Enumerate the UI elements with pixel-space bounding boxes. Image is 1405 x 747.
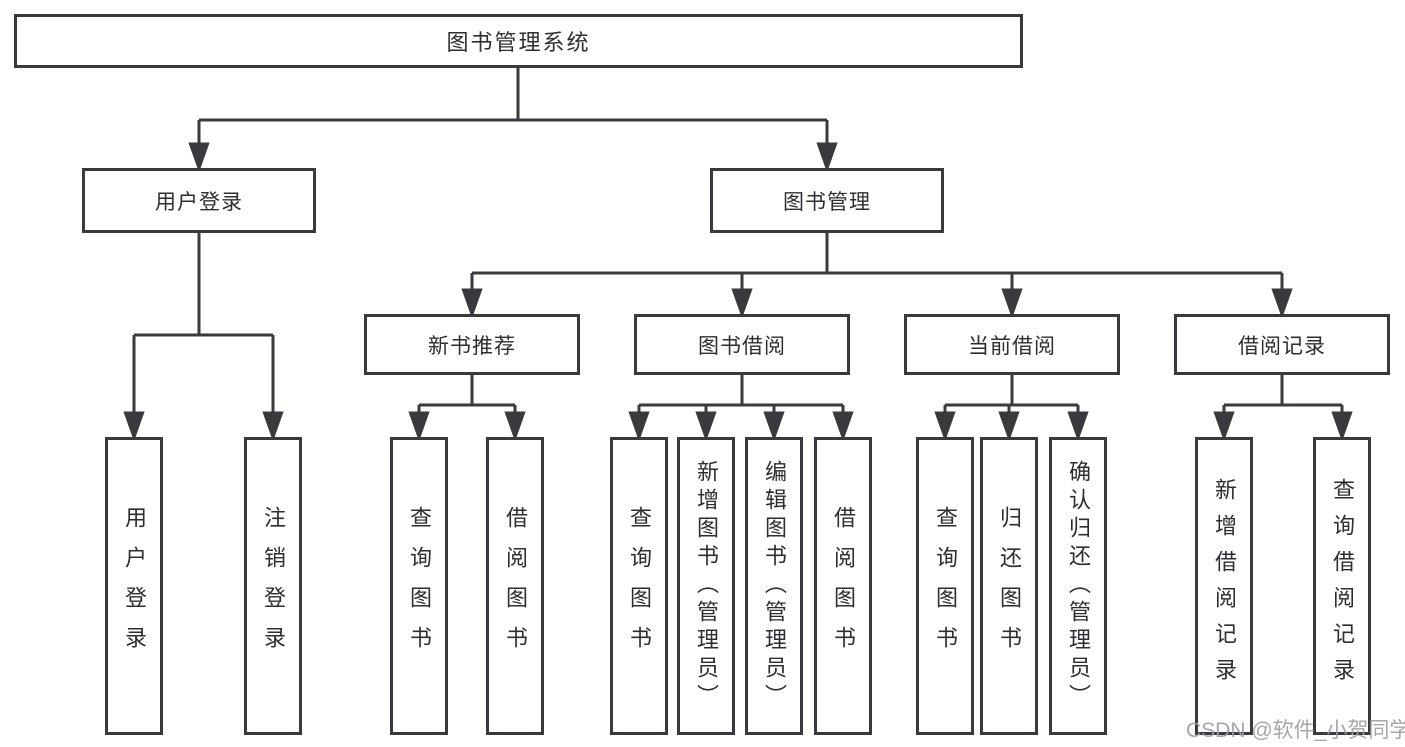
leaf-label: 查询借阅记录 <box>1330 478 1355 694</box>
leaf-borrow-books: 借阅图书 <box>814 437 872 735</box>
connector-user-login-to-leaves <box>123 233 284 442</box>
node-borrow-records: 借阅记录 <box>1174 314 1390 375</box>
arrowhead-icon <box>1067 411 1089 442</box>
leaf-label: 新增借阅记录 <box>1212 478 1237 694</box>
arrowhead-icon <box>1271 288 1293 319</box>
leaf-logout: 注销登录 <box>244 437 302 735</box>
node-book-borrow: 图书借阅 <box>634 314 850 375</box>
node-label: 用户登录 <box>155 190 243 214</box>
leaf-query-books-borrow: 查询图书 <box>610 437 668 735</box>
connector-current-to-leaves <box>934 375 1089 442</box>
arrowhead-icon <box>1331 411 1353 442</box>
leaf-label: 借阅图书 <box>831 506 856 666</box>
arrowhead-icon <box>695 411 717 442</box>
leaf-query-books-current: 查询图书 <box>916 437 974 735</box>
arrowhead-icon <box>832 411 854 442</box>
leaf-confirm-return-admin: 确认归还（管理员） <box>1049 437 1107 735</box>
leaf-query-borrow-record: 查询借阅记录 <box>1313 437 1371 735</box>
arrowhead-icon <box>1213 411 1235 442</box>
connector-borrow-to-leaves <box>628 375 854 442</box>
leaf-label: 借阅图书 <box>503 506 528 666</box>
connector-root-to-level2 <box>188 68 838 173</box>
arrowhead-icon <box>816 142 838 173</box>
leaf-label: 新增图书（管理员） <box>694 460 719 712</box>
node-new-book-recommend: 新书推荐 <box>364 314 580 375</box>
leaf-label: 查询图书 <box>627 506 652 666</box>
leaf-add-book-admin: 新增图书（管理员） <box>677 437 735 735</box>
arrowhead-icon <box>408 411 430 442</box>
arrowhead-icon <box>1001 288 1023 319</box>
connector-book-management-to-level3 <box>461 233 1293 319</box>
connector-recommend-to-leaves <box>408 375 526 442</box>
node-user-login: 用户登录 <box>82 168 316 233</box>
node-label: 借阅记录 <box>1238 334 1326 358</box>
node-label: 当前借阅 <box>968 334 1056 358</box>
arrowhead-icon <box>461 288 483 319</box>
arrowhead-icon <box>731 288 753 319</box>
node-label: 图书借阅 <box>698 334 786 358</box>
leaf-return-book: 归还图书 <box>980 437 1038 735</box>
arrowhead-icon <box>504 411 526 442</box>
arrowhead-icon <box>998 411 1020 442</box>
arrowhead-icon <box>934 411 956 442</box>
node-book-management: 图书管理 <box>710 168 944 233</box>
leaf-query-books-recommend: 查询图书 <box>390 437 448 735</box>
node-label: 图书管理系统 <box>446 30 591 55</box>
arrowhead-icon <box>188 142 210 173</box>
node-root-system: 图书管理系统 <box>14 14 1023 68</box>
leaf-label: 用户登录 <box>122 506 147 666</box>
arrowhead-icon <box>123 411 145 442</box>
leaf-label: 归还图书 <box>997 506 1022 666</box>
csdn-watermark: CSDN @软件_小贺同学 <box>1186 719 1405 742</box>
node-current-borrow: 当前借阅 <box>904 314 1120 375</box>
node-label: 新书推荐 <box>428 334 516 358</box>
leaf-label: 编辑图书（管理员） <box>762 460 787 712</box>
arrowhead-icon <box>763 411 785 442</box>
arrowhead-icon <box>262 411 284 442</box>
leaf-edit-book-admin: 编辑图书（管理员） <box>745 437 803 735</box>
arrowhead-icon <box>628 411 650 442</box>
leaf-add-borrow-record: 新增借阅记录 <box>1195 437 1253 735</box>
node-label: 图书管理 <box>783 190 871 214</box>
leaf-user-login: 用户登录 <box>105 437 163 735</box>
leaf-borrow-books-recommend: 借阅图书 <box>486 437 544 735</box>
leaf-label: 确认归还（管理员） <box>1066 460 1091 712</box>
leaf-label: 查询图书 <box>933 506 958 666</box>
connector-records-to-leaves <box>1213 375 1353 442</box>
leaf-label: 查询图书 <box>407 506 432 666</box>
leaf-label: 注销登录 <box>261 506 286 666</box>
